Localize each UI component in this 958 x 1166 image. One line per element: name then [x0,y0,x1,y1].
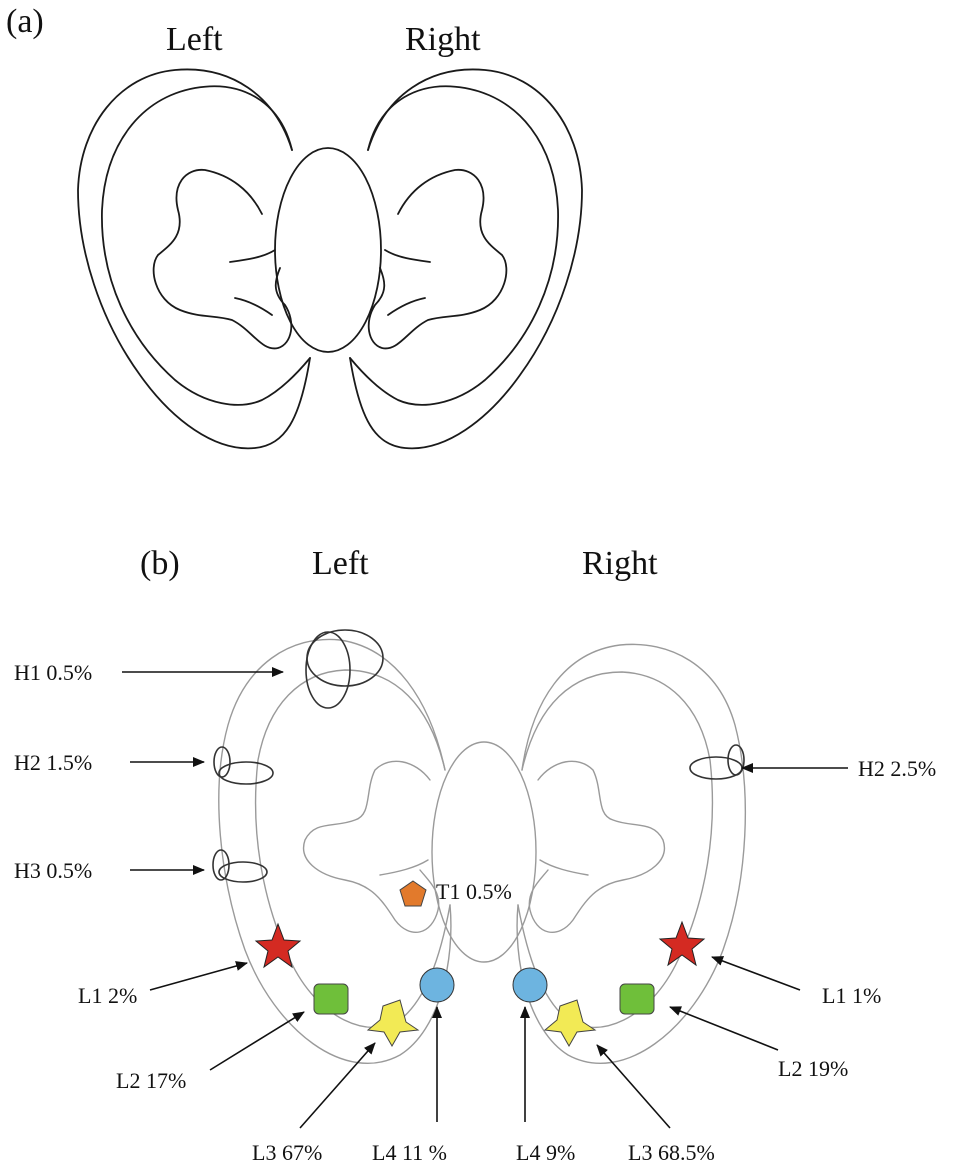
burst-icon [545,1000,595,1046]
square-icon [314,984,348,1014]
ring-icon [690,745,744,779]
pentagon-icon [400,881,426,906]
label-l3-left: L3 67% [252,1140,322,1165]
panel-b-center-oval [432,742,536,962]
arrow-l3-right [597,1045,670,1128]
label-t1: T1 0.5% [436,879,512,904]
label-l1-right: L1 1% [822,983,881,1008]
arrow-l2-right [670,1007,778,1050]
star-icon [256,924,300,967]
label-l2-right: L2 19% [778,1056,848,1081]
label-l2-left: L2 17% [116,1068,186,1093]
arrow-l2-left [210,1012,304,1070]
label-h2-left: H2 1.5% [14,750,92,775]
panel-a-tag: (a) [6,3,44,40]
arrow-l3-left [300,1043,375,1128]
label-h2-right: H2 2.5% [858,756,936,781]
panel-a-right-title: Right [405,21,481,58]
panel-b-right-title: Right [582,545,658,582]
star-icon [660,922,704,965]
panel-b-left-title: Left [312,545,369,582]
square-icon [620,984,654,1014]
ring-icon [306,630,383,708]
panel-a-center-oval [275,148,381,352]
circle-icon [513,968,547,1002]
label-l3-right: L3 68.5% [628,1140,715,1165]
label-h3-left: H3 0.5% [14,858,92,883]
label-h1-left: H1 0.5% [14,660,92,685]
panel-a-left-title: Left [166,21,223,58]
label-l4-right: L4 9% [516,1140,575,1165]
panel-b-tag: (b) [140,545,180,582]
arrow-l1-left [150,963,247,990]
burst-icon [368,1000,418,1046]
label-l4-left: L4 11 % [372,1140,447,1165]
arrow-l1-right [712,957,800,990]
panel-a-right-ear [350,69,582,448]
circle-icon [420,968,454,1002]
label-l1-left: L1 2% [78,983,137,1008]
